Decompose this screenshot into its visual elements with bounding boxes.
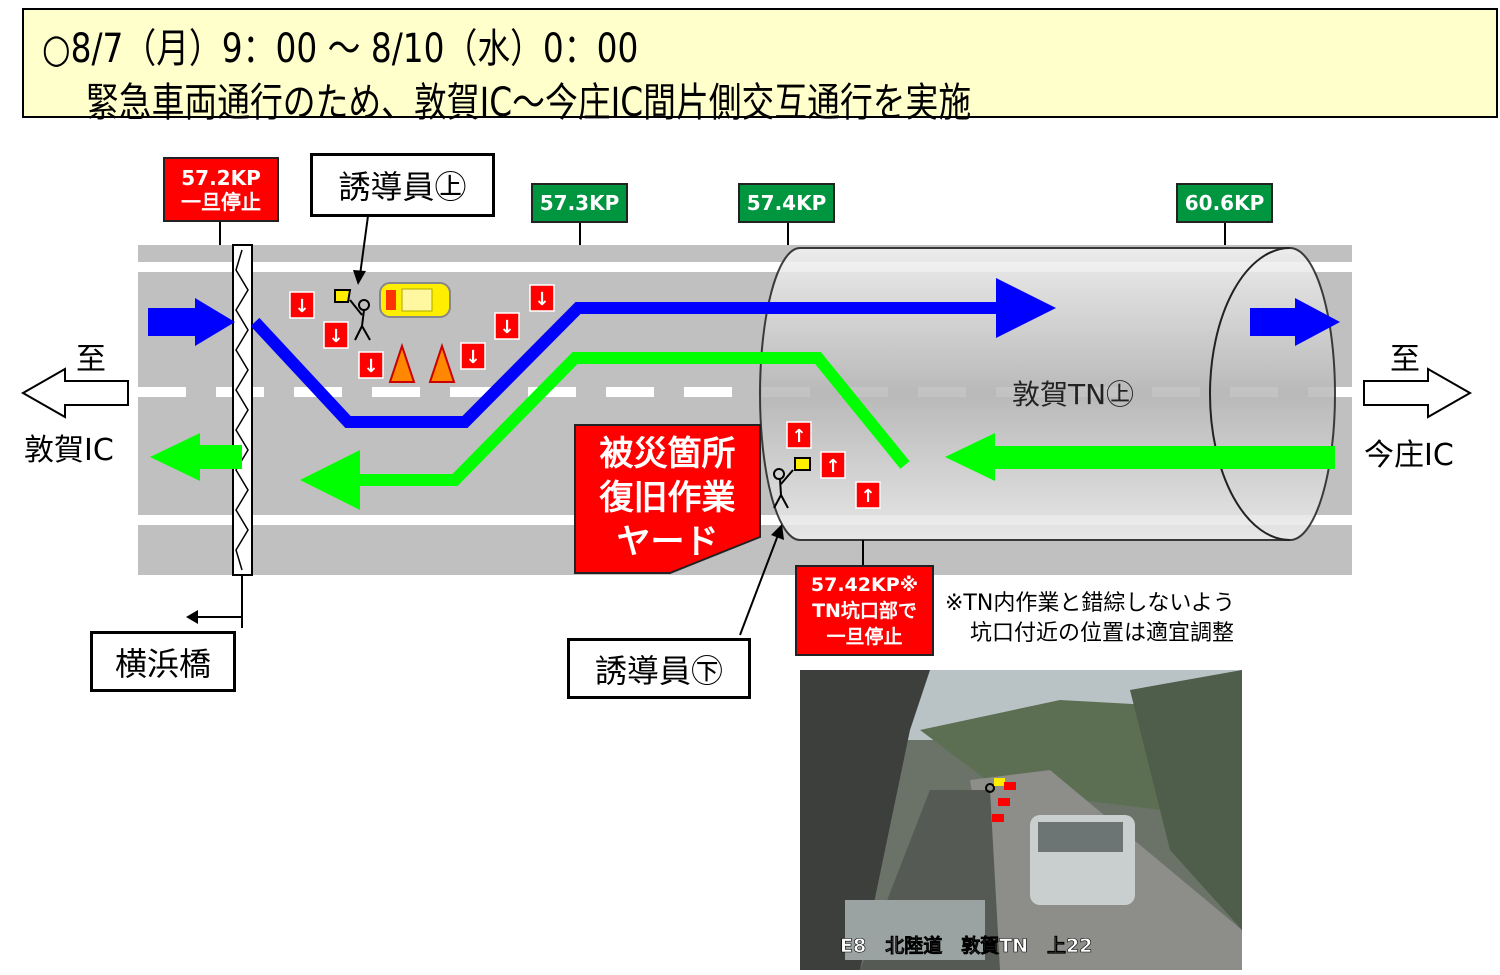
direction-left-name: 敦賀IC [24, 433, 114, 468]
svg-text:↑: ↑ [791, 426, 806, 447]
svg-text:↓: ↓ [328, 326, 343, 347]
downbound-route-arrowhead-icon [300, 450, 360, 510]
direction-right-name: 今庄IC [1364, 438, 1454, 473]
kp-note-line: 一旦停止 [826, 625, 903, 648]
kp-note: 一旦停止 [181, 189, 261, 214]
kp-57-42-stop-marker: 57.42KP※ TN坑口部で 一旦停止 [795, 565, 934, 656]
flagman-lower-icon [773, 457, 811, 509]
flagman-upper-icon [334, 289, 371, 341]
work-yard-line: 復旧作業 [599, 477, 736, 518]
blue-arrow-left-icon [148, 298, 235, 346]
blue-arrow-right-icon [1250, 298, 1340, 346]
upbound-route-line [250, 302, 1000, 428]
downbound-route-line [355, 352, 910, 486]
upbound-route-arrowhead-icon [996, 278, 1056, 338]
bridge-joint [232, 244, 253, 576]
road-edge-line-top [138, 262, 1352, 272]
svg-text:↓: ↓ [363, 356, 378, 377]
svg-text:↓: ↓ [465, 347, 480, 368]
sign-arrows: ↓ ↓ ↓ ↓ ↓ ↓ ↑ ↑ ↑ [294, 289, 875, 507]
kp-57-2-stop-marker: 57.2KP 一旦停止 [163, 157, 279, 222]
bridge-direction-arrow-icon [186, 610, 242, 624]
camera-photo-scene: E8 北陸道 敦賀TN 上22 [800, 670, 1242, 970]
camera-photo: E8 北陸道 敦賀TN 上22 [800, 670, 1242, 970]
tunnel-label: 敦賀TN㊤ [1012, 378, 1134, 411]
svg-text:↑: ↑ [825, 456, 840, 477]
svg-text:↓: ↓ [499, 317, 514, 338]
green-arrow-big-icon [945, 433, 1335, 481]
direction-arrow-right-icon [1363, 367, 1473, 419]
work-yard-line: 被災箇所 [599, 433, 736, 474]
schedule-period: ○8/7（月）9：00 ～ 8/10（水）0：00 [42, 26, 639, 72]
direction-left-to: 至 [76, 342, 106, 377]
patrol-car-icon [379, 282, 451, 318]
header-banner: ○8/7（月）9：00 ～ 8/10（水）0：00 緊急車両通行のため、敦賀IC… [22, 8, 1498, 126]
lane-arrow-sign-icon [289, 284, 881, 509]
svg-text:↓: ↓ [294, 296, 309, 317]
schedule-description: 緊急車両通行のため、敦賀IC～今庄IC間片側交互通行を実施 [86, 80, 972, 126]
work-yard-line: ヤード [616, 521, 719, 562]
svg-text:↑: ↑ [860, 486, 875, 507]
kp-value: 57.2KP [181, 165, 261, 190]
guide-lower-pointer-icon [739, 524, 784, 636]
bridge-label: 横浜橋 [90, 631, 236, 692]
svg-text:↓: ↓ [534, 289, 549, 310]
guide-upper-label: 誘導員㊤ [310, 153, 495, 217]
kp-57-4-marker: 57.4KP [738, 183, 835, 223]
green-arrow-left-icon [150, 433, 242, 481]
guide-lower-label: 誘導員㊦ [567, 638, 751, 699]
kp-value: 57.42KP※ [810, 573, 919, 596]
direction-right-to: 至 [1390, 342, 1420, 377]
note-line-2: 坑口付近の位置は適宜調整 [970, 621, 1235, 646]
work-yard-area [574, 424, 761, 574]
kp-note-line: TN坑口部で [812, 599, 917, 622]
camera-caption: E8 北陸道 敦賀TN 上22 [840, 934, 1093, 957]
direction-arrow-left-icon [20, 367, 129, 419]
note-line-1: ※TN内作業と錯綜しないよう [945, 591, 1235, 616]
traffic-cone-icon [388, 342, 456, 383]
work-yard-label: 被災箇所 復旧作業 ヤード [575, 430, 760, 565]
guide-upper-pointer-icon [353, 215, 369, 285]
kp-57-3-marker: 57.3KP [531, 183, 628, 223]
marker-poles [219, 222, 1226, 565]
kp-60-6-marker: 60.6KP [1176, 183, 1273, 223]
